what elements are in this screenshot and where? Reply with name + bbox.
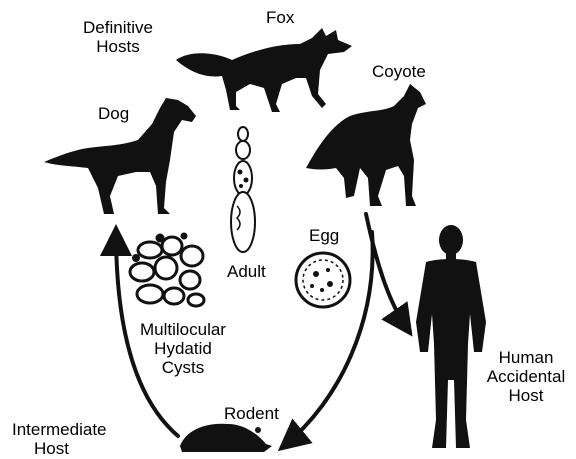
egg-illustration	[296, 253, 350, 307]
cysts-line-1: Multilocular	[128, 320, 238, 339]
human-line-1: Human	[474, 348, 576, 367]
definitive-hosts-line-1: Definitive	[78, 18, 158, 37]
human-host-label: Human Accidental Host	[474, 348, 576, 405]
intermediate-line-2: Host	[12, 439, 132, 458]
dog-label: Dog	[98, 104, 129, 123]
egg-label: Egg	[309, 226, 339, 245]
coyote-label: Coyote	[372, 62, 426, 81]
fox-label: Fox	[266, 8, 294, 27]
adult-label: Adult	[227, 262, 266, 281]
rodent-label: Rodent	[224, 404, 279, 423]
rodent-silhouette	[180, 424, 272, 452]
cysts-label: Multilocular Hydatid Cysts	[128, 320, 238, 377]
intermediate-host-label: Intermediate Host	[12, 420, 132, 458]
adult-worm	[231, 127, 255, 252]
definitive-hosts-label: Definitive Hosts	[78, 18, 158, 56]
human-line-2: Accidental	[474, 367, 576, 386]
human-silhouette	[416, 225, 486, 448]
intermediate-line-1: Intermediate	[12, 420, 132, 439]
human-line-3: Host	[474, 386, 576, 405]
hydatid-cysts	[130, 234, 204, 306]
definitive-hosts-line-2: Hosts	[78, 37, 158, 56]
fox-silhouette	[176, 28, 352, 112]
cysts-line-3: Cysts	[128, 358, 238, 377]
cysts-line-2: Hydatid	[128, 339, 238, 358]
